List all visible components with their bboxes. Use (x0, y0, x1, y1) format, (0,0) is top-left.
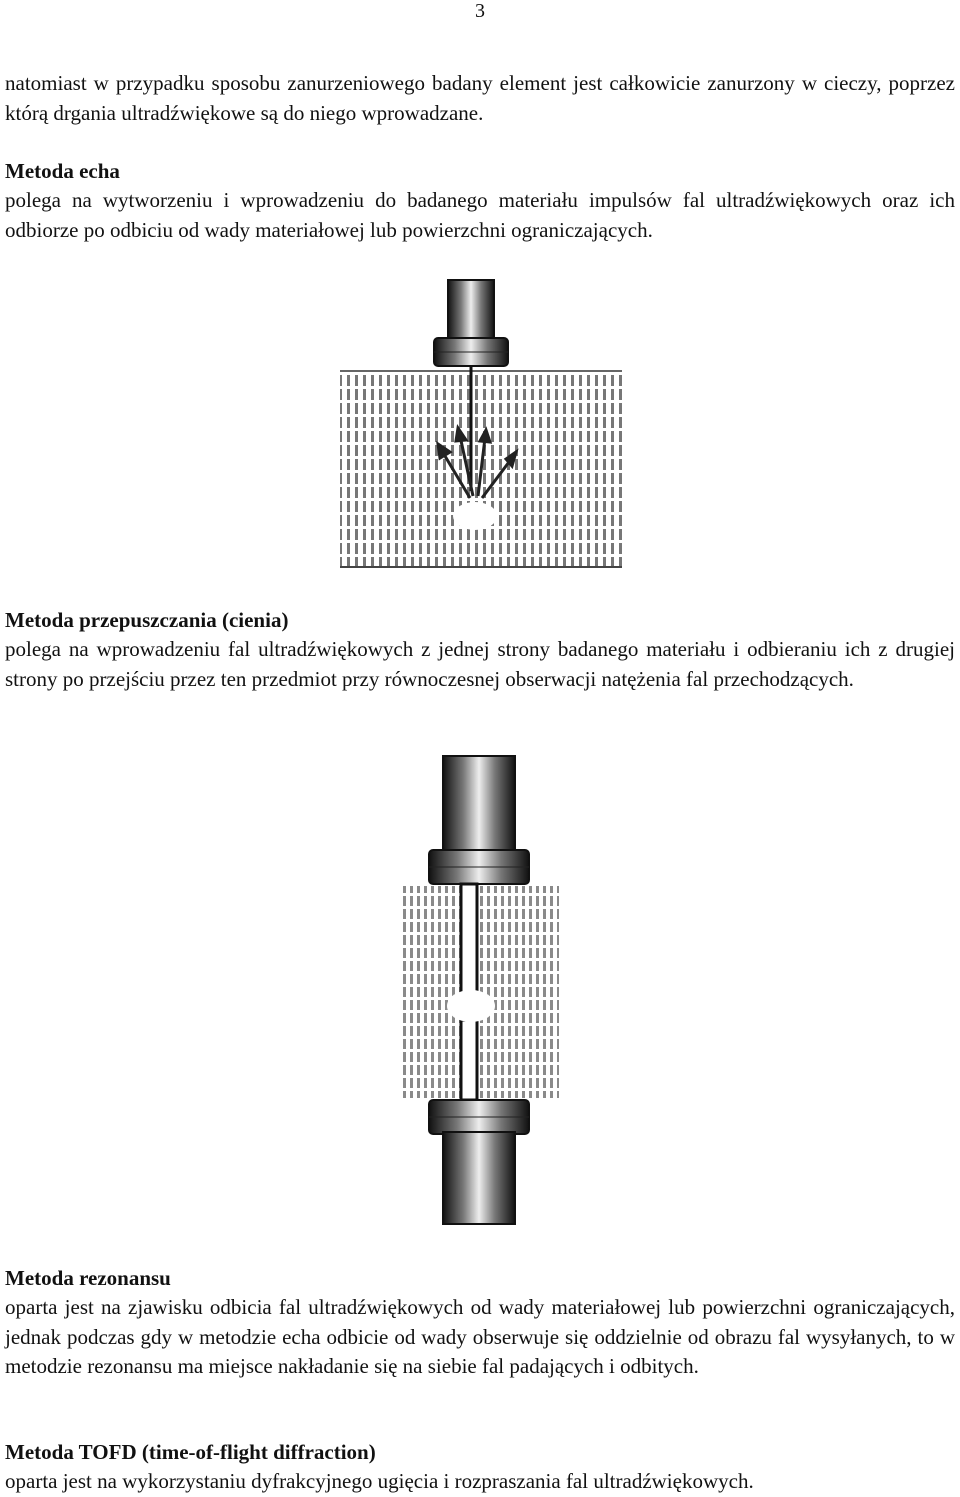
transmitting-probe (428, 755, 530, 885)
echo-method-illustration (340, 279, 622, 568)
page-number: 3 (475, 0, 485, 22)
echo-method-body: polega na wytworzeniu i wprowadzeniu do … (5, 188, 955, 242)
receiving-probe (428, 1099, 530, 1225)
resonance-method-body: oparta jest na zjawisku odbicia fal ultr… (5, 1295, 955, 1378)
intro-paragraph: natomiast w przypadku sposobu zanurzenio… (5, 71, 955, 125)
tofd-method-body: oparta jest na wykorzystaniu dyfrakcyjne… (5, 1469, 754, 1493)
heading-resonance-method: Metoda rezonansu (5, 1266, 171, 1290)
ultrasound-beam (459, 882, 479, 1102)
reflected-wave-arrows (436, 423, 519, 499)
probe-transducer (433, 279, 509, 367)
defect (453, 502, 497, 530)
heading-echo-method: Metoda echa (5, 159, 120, 183)
heading-transmission-method: Metoda przepuszczania (cienia) (5, 608, 289, 632)
transmission-method-body: polega na wprowadzeniu fal ultradźwiękow… (5, 637, 955, 691)
transmission-method-illustration (399, 755, 559, 1225)
heading-tofd-method: Metoda TOFD (time-of-flight diffraction) (5, 1440, 376, 1464)
defect (447, 990, 495, 1022)
